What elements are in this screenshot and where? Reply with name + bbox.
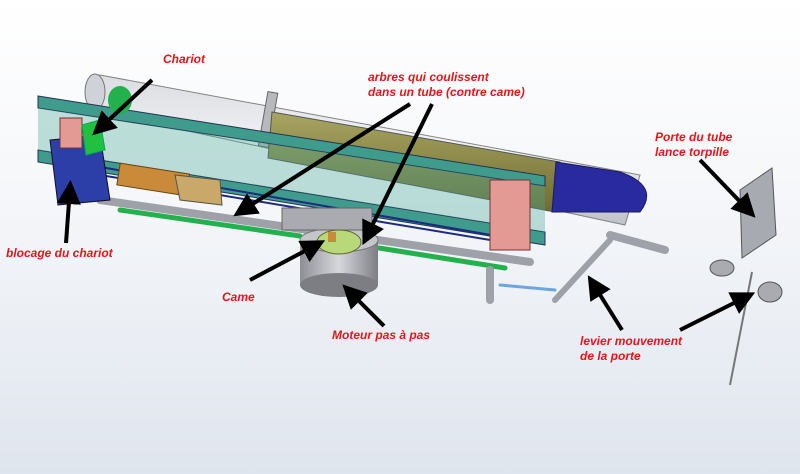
label-levier-line2: de la porte	[580, 349, 641, 363]
tube-door	[739, 167, 777, 259]
linkage	[174, 174, 223, 206]
label-arbres-line1: arbres qui coulissent	[368, 70, 489, 84]
label-porte: Porte du tube lance torpille	[655, 130, 732, 160]
chariot-gear	[108, 86, 132, 114]
label-chariot: Chariot	[163, 52, 205, 66]
label-came: Came	[222, 290, 255, 304]
label-moteur: Moteur pas à pas	[332, 328, 431, 342]
label-arbres: arbres qui coulissent dans un tube (cont…	[368, 70, 525, 100]
door-hinge	[709, 259, 783, 386]
cam	[316, 229, 362, 255]
label-porte-line2: lance torpille	[655, 145, 730, 159]
end-block	[489, 179, 531, 251]
label-levier: levier mouvement de la porte	[580, 334, 682, 364]
label-arbres-line2: dans un tube (contre came)	[368, 85, 525, 99]
label-blocage: blocage du chariot	[6, 246, 113, 260]
chariot-block	[59, 117, 83, 149]
annotation-arrows	[56, 78, 756, 332]
label-porte-line1: Porte du tube	[655, 130, 733, 144]
label-levier-line1: levier mouvement	[580, 334, 683, 348]
